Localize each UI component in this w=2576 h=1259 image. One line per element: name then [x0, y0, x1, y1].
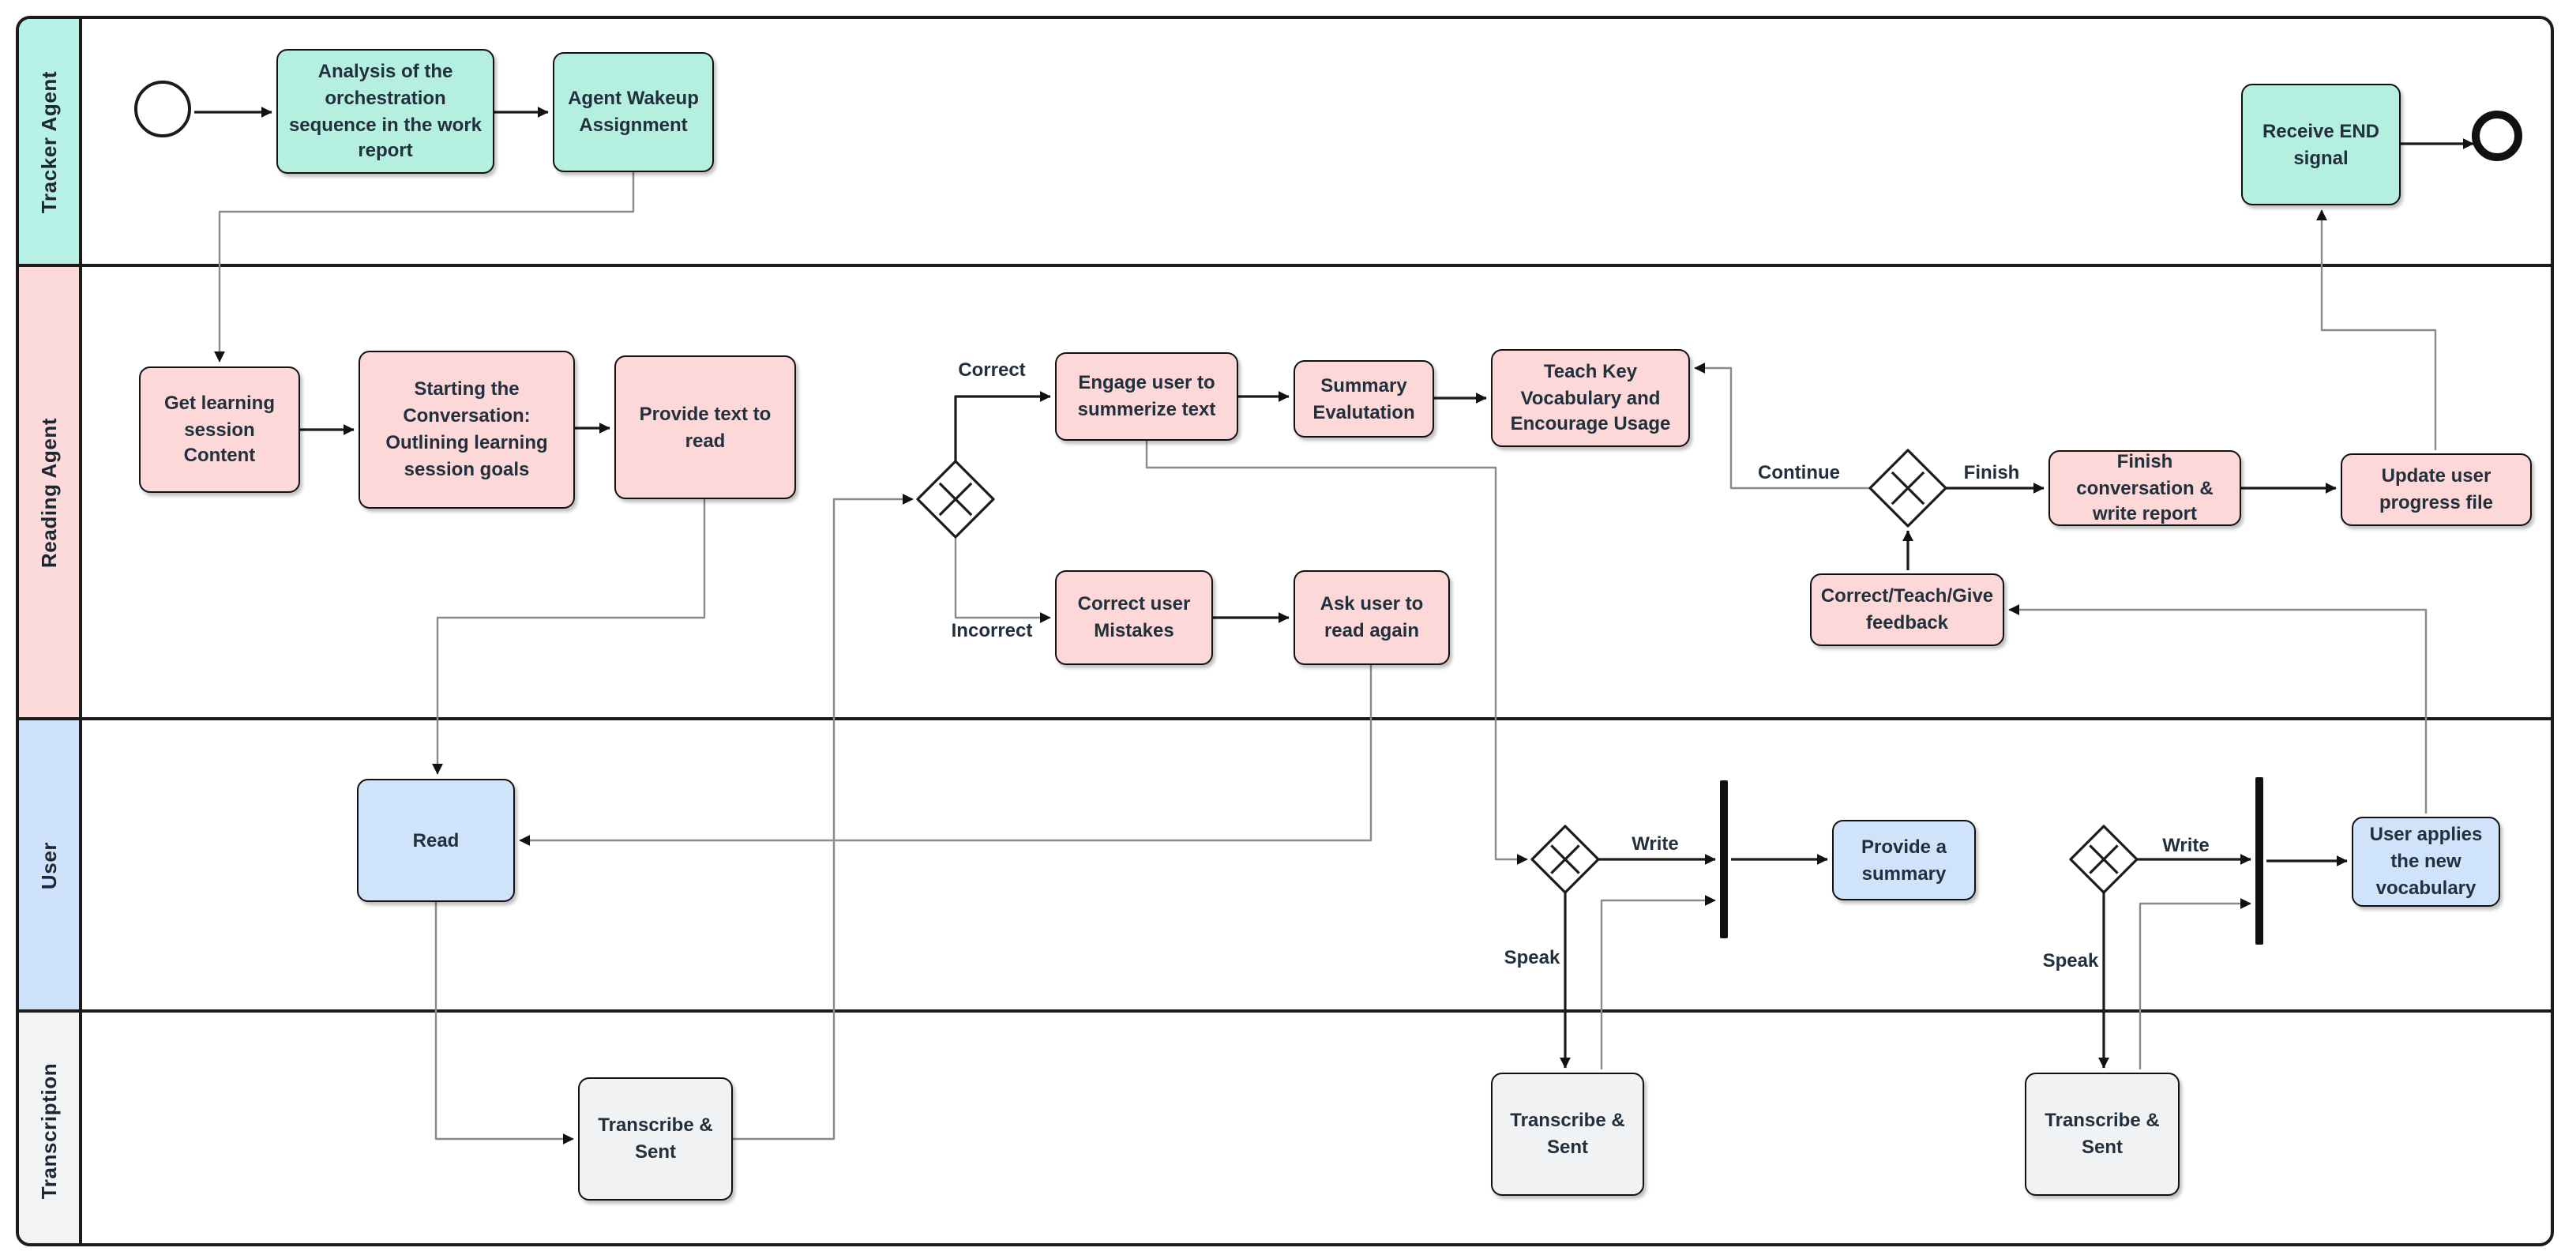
edge-label-correct-0: Correct: [955, 359, 1029, 381]
lane-header-user: User: [19, 720, 82, 1009]
edge-label-write-6: Write: [2159, 834, 2213, 856]
task-label: Receive END signal: [2262, 119, 2380, 168]
flow-ask-again-to-read: [519, 665, 1372, 846]
task-label: Provide text to read: [639, 402, 772, 451]
edge-label-speak-5: Speak: [1500, 946, 1564, 968]
gateway-correct-incorrect[interactable]: [916, 460, 995, 539]
task-get-learning-content[interactable]: Get learning session Content: [139, 366, 300, 493]
flow-engage-to-gateway-io1: [1145, 441, 1528, 865]
task-label: User applies the new vocabulary: [2369, 823, 2483, 899]
gateway-continue-finish[interactable]: [1868, 449, 1947, 528]
task-label: Agent Wakeup Assignment: [568, 87, 699, 136]
task-label: Engage user to summerize text: [1077, 371, 1216, 420]
gateway-write-speak-1[interactable]: [1530, 825, 1600, 894]
task-ask-read-again[interactable]: Ask user to read again: [1294, 570, 1450, 665]
task-label: Starting the Conversation: Outlining lea…: [385, 378, 548, 480]
task-label: Correct user Mistakes: [1077, 592, 1191, 641]
edge-label-write-4: Write: [1628, 832, 1682, 855]
edge-label-continue-2: Continue: [1755, 461, 1843, 483]
task-label: Transcribe & Sent: [598, 1114, 713, 1163]
lane-header-tracker-agent: Tracker Agent: [19, 19, 82, 264]
lane-header-reading-agent: Reading Agent: [19, 267, 82, 717]
sync-bar-2[interactable]: [2255, 777, 2263, 945]
task-analysis[interactable]: Analysis of the orchestration sequence i…: [276, 49, 494, 174]
flow-transcribe-1-to-gateway: [733, 494, 914, 1141]
task-finish-conversation[interactable]: Finish conversation & write report: [2048, 450, 2241, 526]
task-label: Read: [412, 829, 460, 851]
flow-user-applies-to-feedback: [2008, 604, 2428, 814]
task-provide-text[interactable]: Provide text to read: [614, 355, 796, 499]
flow-gateway-correct-to-engage: [954, 391, 1051, 461]
task-user-applies-vocabulary[interactable]: User applies the new vocabulary: [2352, 817, 2500, 907]
gateway-write-speak-2[interactable]: [2069, 825, 2139, 894]
edge-label-finish-3: Finish: [1960, 461, 2023, 483]
task-label: Correct/Teach/Give feedback: [1820, 584, 1994, 633]
end-event[interactable]: [2472, 111, 2522, 161]
task-engage-summarize[interactable]: Engage user to summerize text: [1055, 352, 1238, 441]
task-correct-teach-feedback[interactable]: Correct/Teach/Give feedback: [1810, 573, 2004, 646]
task-summary-evaluation[interactable]: Summary Evalutation: [1294, 360, 1434, 438]
task-label: Get learning session Content: [163, 391, 275, 467]
edge-label-speak-7: Speak: [2039, 949, 2102, 971]
flow-update-to-receive-end: [2316, 209, 2437, 450]
task-transcribe-sent-2[interactable]: Transcribe & Sent: [1491, 1073, 1644, 1196]
task-agent-wakeup[interactable]: Agent Wakeup Assignment: [553, 52, 714, 172]
lane-transcription: Transcription: [19, 1009, 2551, 1243]
lane-user: User: [19, 717, 2551, 1009]
flow-read-to-transcribe-1: [434, 902, 574, 1144]
task-label: Update user progress file: [2379, 464, 2494, 513]
task-receive-end-signal[interactable]: Receive END signal: [2241, 84, 2401, 205]
task-provide-summary[interactable]: Provide a summary: [1832, 820, 1976, 900]
flow-transcribe-3-to-bar2: [2139, 898, 2251, 1069]
flow-provide-text-to-read: [432, 499, 706, 775]
flow-transcribe-2-to-bar1: [1600, 895, 1716, 1069]
task-transcribe-sent-3[interactable]: Transcribe & Sent: [2025, 1073, 2180, 1196]
lane-tracker-agent: Tracker Agent: [19, 19, 2551, 264]
task-label: Transcribe & Sent: [1510, 1109, 1625, 1158]
task-label: Transcribe & Sent: [2045, 1109, 2160, 1158]
lane-header-transcription: Transcription: [19, 1013, 82, 1243]
task-update-user-progress[interactable]: Update user progress file: [2341, 453, 2532, 526]
start-event[interactable]: [134, 81, 191, 137]
flow-wakeup-to-get-learning: [214, 172, 635, 363]
flow-gateway-cf-continue-to-teach-key: [1694, 363, 1870, 490]
lane-reading-agent: Reading Agent: [19, 264, 2551, 717]
task-label: Ask user to read again: [1320, 592, 1424, 641]
task-label: Finish conversation & write report: [2076, 449, 2214, 525]
task-label: Analysis of the orchestration sequence i…: [288, 59, 483, 162]
sync-bar-1[interactable]: [1720, 780, 1728, 938]
task-teach-key-vocabulary[interactable]: Teach Key Vocabulary and Encourage Usage: [1491, 349, 1690, 447]
task-label: Summary Evalutation: [1312, 374, 1415, 423]
task-starting-conversation[interactable]: Starting the Conversation: Outlining lea…: [359, 351, 575, 509]
task-label: Provide a summary: [1861, 835, 1947, 884]
task-label: Teach Key Vocabulary and Encourage Usage: [1510, 359, 1671, 435]
flow-gateway-incorrect-to-correct-mistakes: [954, 537, 1051, 623]
task-correct-user-mistakes[interactable]: Correct user Mistakes: [1055, 570, 1213, 665]
task-read[interactable]: Read: [357, 779, 515, 902]
task-transcribe-sent-1[interactable]: Transcribe & Sent: [578, 1077, 733, 1201]
edge-label-incorrect-1: Incorrect: [948, 619, 1036, 641]
